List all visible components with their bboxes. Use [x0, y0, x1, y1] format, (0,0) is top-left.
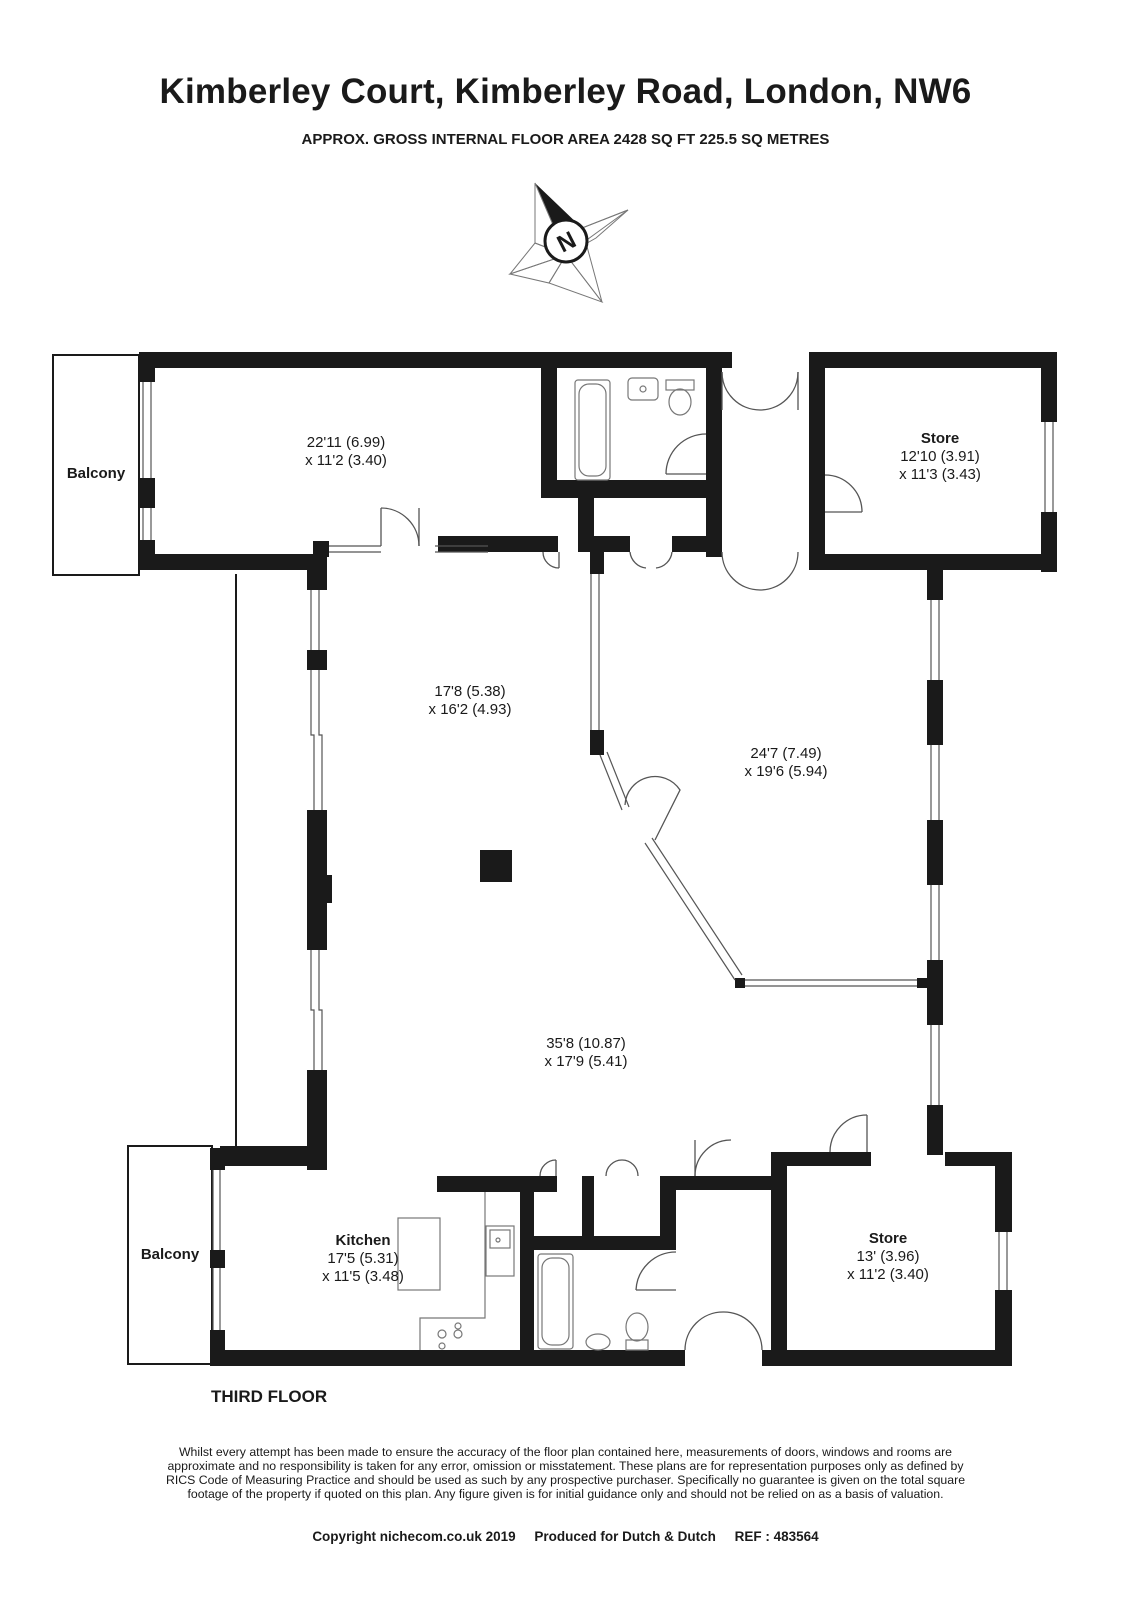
store-top-label: Store 12'10 (3.91) x 11'3 (3.43) [899, 430, 981, 483]
walls [139, 352, 1057, 1366]
disclaimer-text: Whilst every attempt has been made to en… [165, 1445, 966, 1501]
fixtures [397, 377, 695, 1351]
copyright-line: Copyright nichecom.co.uk 2019 Produced f… [312, 1529, 819, 1544]
windows [142, 382, 1054, 1330]
room-right-label: 24'7 (7.49) x 19'6 (5.94) [744, 745, 828, 780]
kitchen-label: Kitchen 17'5 (5.31) x 11'5 (3.48) [322, 1232, 404, 1285]
plan-title: Kimberley Court, Kimberley Road, London,… [159, 72, 972, 111]
reception-label: 35'8 (10.87) x 17'9 (5.41) [544, 1035, 628, 1070]
floor-area-subtitle: APPROX. GROSS INTERNAL FLOOR AREA 2428 S… [301, 131, 830, 148]
compass-rose-icon: N [508, 182, 629, 304]
bedroom-top-label: 22'11 (6.99) x 11'2 (3.40) [305, 434, 387, 469]
doors [380, 371, 868, 1351]
balcony-bottom-label: Balcony [140, 1246, 200, 1263]
room-center-label: 17'8 (5.38) x 16'2 (4.93) [428, 683, 512, 718]
balcony-top-label: Balcony [66, 465, 126, 482]
store-bottom-label: Store 13' (3.96) x 11'2 (3.40) [847, 1230, 929, 1283]
floor-level-label: THIRD FLOOR [211, 1387, 328, 1406]
